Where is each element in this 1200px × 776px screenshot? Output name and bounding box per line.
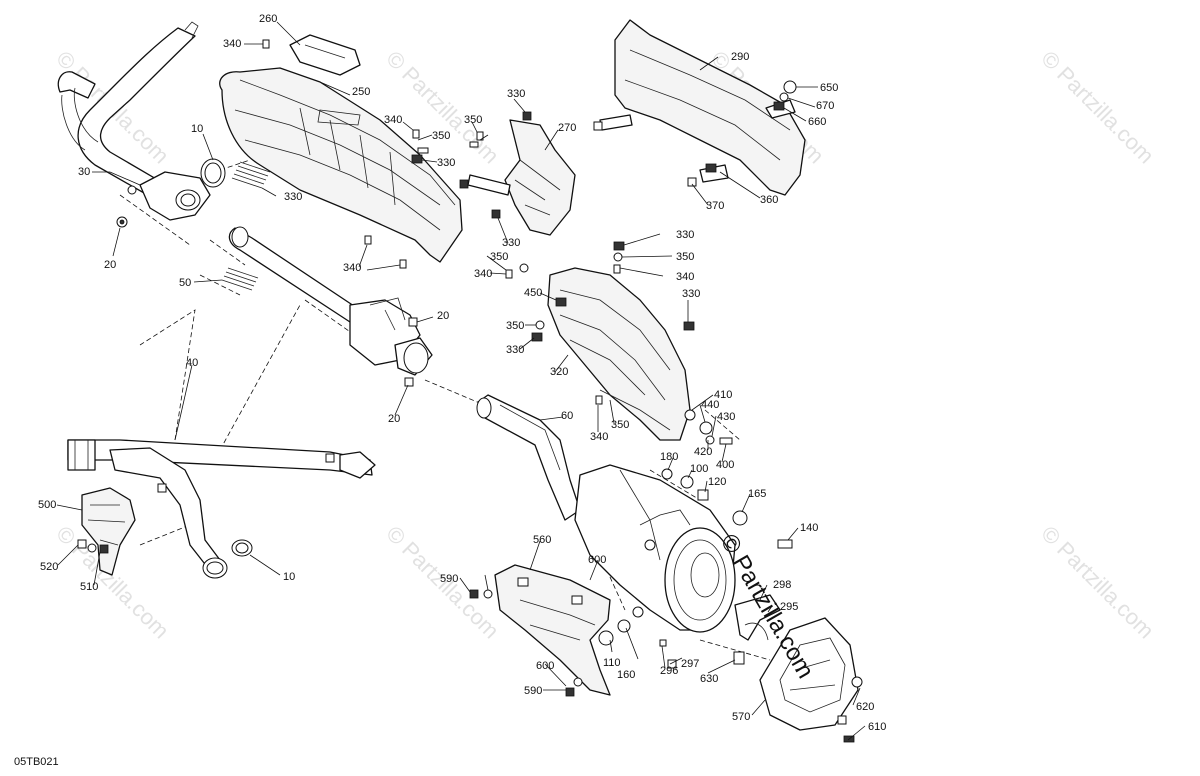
leader-lines	[56, 21, 866, 741]
callout-label: 510	[80, 581, 98, 593]
callout-label: 450	[524, 287, 542, 299]
springs-330	[231, 161, 271, 189]
bolt-20	[116, 216, 128, 228]
callout-label: 430	[717, 411, 735, 423]
springs-50	[221, 267, 259, 291]
callout-label: 50	[179, 277, 191, 289]
hardware-560	[469, 589, 583, 697]
callout-label: 30	[78, 166, 90, 178]
callout-label: 340	[590, 431, 608, 443]
callout-label: 600	[536, 660, 554, 672]
callout-label: 630	[700, 673, 718, 685]
callout-label: 350	[432, 130, 450, 142]
callout-label: 270	[558, 122, 576, 134]
callout-label: 500	[38, 499, 56, 511]
callout-label: 340	[343, 262, 361, 274]
heat-shield-250	[219, 67, 463, 263]
gasket-10	[200, 158, 226, 188]
end-cap-570	[759, 617, 863, 743]
callout-label: 410	[714, 389, 732, 401]
callout-label: 110	[603, 657, 621, 669]
callout-label: 320	[550, 366, 568, 378]
callout-label: 350	[676, 251, 694, 263]
callout-label: 250	[352, 86, 370, 98]
callout-label: 160	[617, 669, 635, 681]
callout-label: 330	[676, 229, 694, 241]
callout-label: 20	[388, 413, 400, 425]
callout-label: 40	[186, 357, 198, 369]
callout-label: 165	[748, 488, 766, 500]
callout-label: 340	[474, 268, 492, 280]
shield-320	[547, 267, 691, 441]
callout-label: 60	[561, 410, 573, 422]
callout-label: 120	[708, 476, 726, 488]
callout-label: 400	[716, 459, 734, 471]
callout-labels: 260 340 250 10 30 20 50 330 340 350 330 …	[38, 13, 886, 733]
callout-label: 340	[384, 114, 402, 126]
hardware-650-670-660	[593, 80, 797, 187]
callout-label: 520	[40, 561, 58, 573]
callout-label: 360	[760, 194, 778, 206]
callout-label: 420	[694, 446, 712, 458]
callout-label: 620	[856, 701, 874, 713]
gasket-10	[202, 539, 253, 579]
callout-label: 297	[681, 658, 699, 670]
callout-label: 590	[524, 685, 542, 697]
hardware-muffler	[598, 468, 793, 669]
callout-label: 570	[732, 711, 750, 723]
callout-label: 330	[502, 237, 520, 249]
callout-label: 650	[820, 82, 838, 94]
callout-label: 140	[800, 522, 818, 534]
callout-label: 260	[259, 13, 277, 25]
guard-560	[494, 564, 611, 696]
callout-label: 100	[690, 463, 708, 475]
callout-label: 20	[437, 310, 449, 322]
callout-label: 290	[731, 51, 749, 63]
lower-pipe-assembly	[67, 439, 376, 569]
callout-label: 350	[490, 251, 508, 263]
clips-330	[411, 111, 532, 219]
callout-label: 298	[773, 579, 791, 591]
muffler-body	[574, 464, 736, 633]
callout-label: 600	[588, 554, 606, 566]
callout-label: 10	[191, 123, 203, 135]
callout-label: 340	[676, 271, 694, 283]
callout-label: 330	[507, 88, 525, 100]
callout-label: 330	[437, 157, 455, 169]
callout-label: 560	[533, 534, 551, 546]
bracket-500	[77, 487, 136, 576]
callout-label: 660	[808, 116, 826, 128]
callout-label: 180	[660, 451, 678, 463]
callout-label: 295	[780, 601, 798, 613]
callout-label: 610	[868, 721, 886, 733]
callout-label: 440	[701, 399, 719, 411]
callout-label: 350	[611, 419, 629, 431]
callout-label: 370	[706, 200, 724, 212]
hardware-320	[505, 241, 733, 445]
callout-label: 330	[682, 288, 700, 300]
callout-label: 350	[464, 114, 482, 126]
callout-label: 350	[506, 320, 524, 332]
shield-290	[599, 19, 806, 196]
callout-label: 670	[816, 100, 834, 112]
callout-label: 330	[284, 191, 302, 203]
mid-pipe-40	[228, 226, 433, 376]
callout-label: 296	[660, 665, 678, 677]
callout-label: 330	[506, 344, 524, 356]
callout-label: 590	[440, 573, 458, 585]
watermark-text: © Partzilla.com	[1036, 521, 1159, 644]
bracket-295	[734, 594, 781, 641]
callout-label: 10	[283, 571, 295, 583]
callout-label: 340	[223, 38, 241, 50]
diagram-code: 05TB021	[14, 756, 59, 768]
callout-label: 20	[104, 259, 116, 271]
watermark-text: © Partzilla.com	[1036, 46, 1159, 169]
plate-260	[289, 34, 361, 76]
exhaust-elbow	[127, 171, 211, 221]
